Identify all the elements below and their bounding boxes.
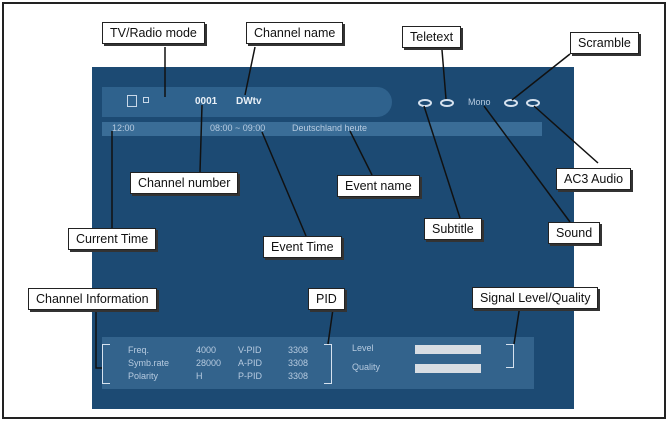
info-value: H (196, 371, 203, 381)
ac3-audio-indicator-icon (526, 99, 540, 107)
quality-label: Quality (352, 362, 381, 372)
info-value: 4000 (196, 345, 217, 355)
label-channel-name: Channel name (246, 22, 344, 44)
info-right-bracket (324, 344, 332, 384)
label-ac3-audio: AC3 Audio (556, 168, 632, 190)
info-pid-value: 3308 (288, 345, 309, 355)
channel-number-value: 0001 (195, 96, 218, 107)
label-subtitle: Subtitle (424, 218, 482, 240)
label-event-time: Event Time (263, 236, 342, 258)
teletext-indicator-icon (440, 99, 454, 107)
info-left-bracket (102, 344, 110, 384)
channel-name-value: DWtv (236, 96, 262, 107)
label-channel-number: Channel number (130, 172, 239, 194)
info-name: Symb.rate (128, 358, 170, 368)
label-event-name: Event name (337, 175, 420, 197)
leader-event-name (349, 130, 373, 176)
info-name: Polarity (128, 371, 159, 381)
leader-channel-name (244, 46, 256, 96)
scramble-indicator-icon (504, 99, 518, 107)
level-bar (415, 345, 481, 354)
info-value: 28000 (196, 358, 222, 368)
info-pid-name: A-PID (238, 358, 263, 368)
current-time-value: 12:00 (112, 123, 135, 133)
info-name: Freq. (128, 345, 150, 355)
radio-mode-icon (143, 97, 149, 103)
info-pid-name: V-PID (238, 345, 262, 355)
signal-bracket (506, 344, 514, 368)
label-tv-radio-mode: TV/Radio mode (102, 22, 205, 44)
leader-channel-information (95, 303, 102, 369)
channel-info-bar (102, 87, 392, 117)
leader-channel-number (199, 104, 203, 173)
sound-mode-value: Mono (468, 97, 491, 107)
tv-mode-icon (127, 95, 137, 107)
label-channel-information: Channel Information (28, 288, 157, 310)
leader-teletext (441, 49, 447, 100)
label-scramble: Scramble (570, 32, 639, 54)
label-current-time: Current Time (68, 228, 157, 250)
info-pid-name: P-PID (238, 371, 263, 381)
quality-bar (415, 364, 481, 373)
leader-event-time (261, 131, 307, 237)
leader-pid (327, 308, 334, 345)
leader-ac3 (533, 105, 599, 164)
leader-subtitle (423, 105, 461, 219)
label-signal-level-quality: Signal Level/Quality (472, 287, 599, 309)
info-pid-value: 3308 (288, 371, 309, 381)
event-name-value: Deutschland heute (292, 123, 368, 133)
label-pid: PID (308, 288, 345, 310)
event-time-value: 08:00 ~ 09:00 (210, 123, 266, 133)
leader-signal (513, 304, 521, 345)
info-pid-value: 3308 (288, 358, 309, 368)
label-sound: Sound (548, 222, 601, 244)
leader-sound (483, 105, 571, 223)
level-label: Level (352, 343, 374, 353)
subtitle-indicator-icon (418, 99, 432, 107)
leader-scramble (511, 53, 571, 101)
label-teletext: Teletext (402, 26, 462, 48)
